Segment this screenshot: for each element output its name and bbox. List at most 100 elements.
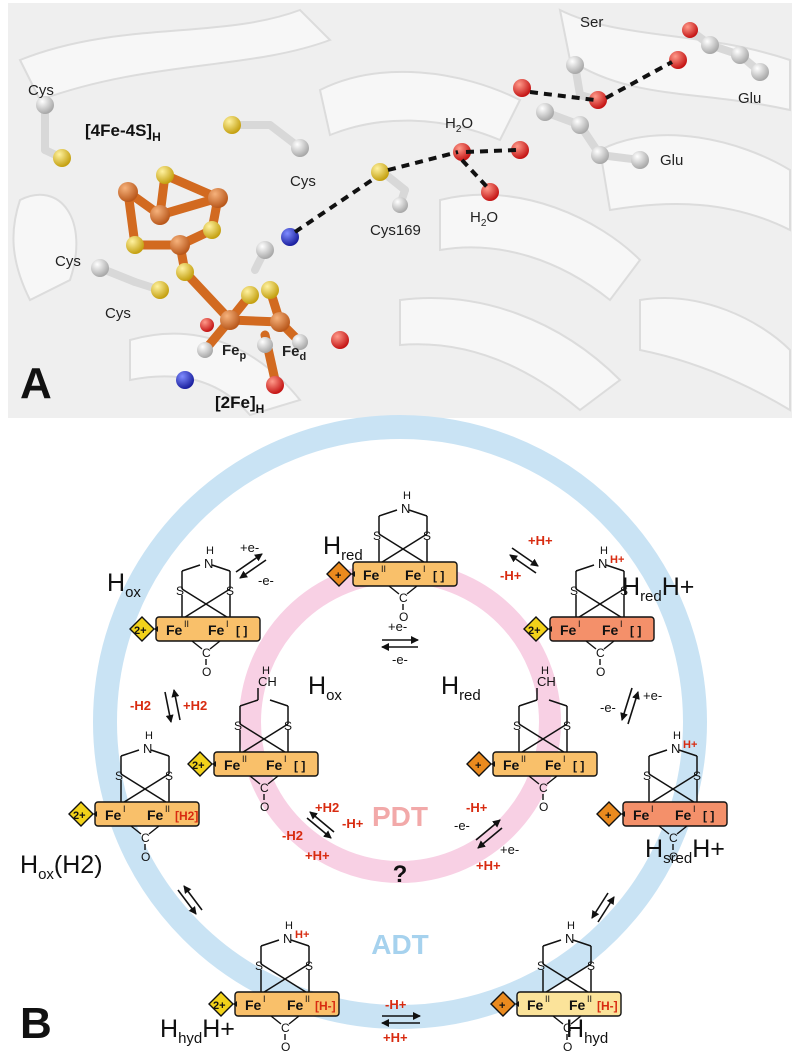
svg-text:C: C — [399, 591, 408, 605]
svg-text:O: O — [596, 665, 605, 679]
svg-text:S: S — [284, 719, 292, 733]
res-cys-mid: Cys — [290, 173, 316, 190]
state-label-inner-hred: Hred — [441, 672, 481, 704]
svg-text:C: C — [596, 646, 605, 660]
svg-text:I: I — [226, 619, 229, 629]
svg-text:H+: H+ — [683, 739, 697, 751]
svg-text:I: I — [578, 619, 581, 629]
state-label-hhydh: HhydH+ — [160, 1015, 235, 1047]
t-hox-hred-minus-e: -e- — [258, 573, 274, 588]
svg-text:N: N — [401, 501, 410, 516]
panel-b-letter: B — [20, 999, 52, 1048]
svg-text:2+: 2+ — [192, 760, 205, 772]
t-hred-hredh-minus-h: -H+ — [500, 568, 522, 583]
svg-text:II: II — [381, 564, 386, 574]
t-inner-right-plus-e: +e- — [500, 842, 519, 857]
svg-text:H+: H+ — [295, 929, 309, 941]
svg-text:O: O — [669, 850, 678, 864]
svg-text:[ ]: [ ] — [433, 569, 444, 583]
cluster-2fe-label: [2Fe]H — [215, 393, 264, 416]
svg-text:I: I — [423, 564, 426, 574]
svg-text:C: C — [563, 1021, 572, 1035]
t-hred-hredh-plus-h: +H+ — [528, 533, 553, 548]
svg-text:C: C — [669, 831, 678, 845]
svg-text:Fe: Fe — [405, 567, 422, 583]
svg-text:[ ]: [ ] — [294, 759, 305, 773]
svg-text:[H2]: [H2] — [175, 809, 198, 823]
svg-text:I: I — [693, 804, 696, 814]
adt-label: ADT — [371, 929, 429, 960]
fe-d-label: Fed — [282, 343, 306, 363]
svg-text:2+: 2+ — [73, 810, 86, 822]
water-bottom-label: H2O — [470, 209, 498, 229]
state-label-hhyd: Hhyd — [566, 1015, 608, 1047]
svg-text:II: II — [305, 994, 310, 1004]
state-label-hox: Hox — [107, 569, 141, 601]
svg-text:Fe: Fe — [245, 997, 262, 1013]
t-inner-minus-e: -e- — [392, 652, 408, 667]
svg-text:[ ]: [ ] — [703, 809, 714, 823]
transition-arrows — [164, 547, 640, 1027]
svg-text:[ ]: [ ] — [236, 624, 247, 638]
svg-text:H: H — [541, 665, 549, 677]
svg-text:S: S — [226, 584, 234, 598]
svg-text:Fe: Fe — [287, 997, 304, 1013]
svg-text:Fe: Fe — [105, 807, 122, 823]
svg-text:S: S — [165, 769, 173, 783]
svg-text:S: S — [115, 769, 123, 783]
svg-text:Fe: Fe — [224, 757, 241, 773]
transition-labels: +e- -e- +H+ -H+ -H2 +H2 -e- +e- -H+ +H+ … — [130, 533, 662, 1045]
svg-text:H: H — [403, 490, 411, 502]
panel-a-letter: A — [20, 359, 52, 408]
t-inner-right-plus-h: +H+ — [476, 858, 501, 873]
unknown-pathway-mark: ? — [393, 861, 408, 888]
svg-text:S: S — [643, 769, 651, 783]
cluster-4fe-label: [4Fe-4S]H — [85, 121, 161, 144]
res-glu-top: Glu — [738, 90, 761, 107]
svg-text:Fe: Fe — [569, 997, 586, 1013]
svg-text:H: H — [600, 545, 608, 557]
t-hox-hred-plus-e: +e- — [240, 540, 259, 555]
svg-text:CH: CH — [258, 674, 277, 689]
svg-text:Fe: Fe — [545, 757, 562, 773]
svg-text:+: + — [499, 1000, 505, 1012]
res-ser: Ser — [580, 14, 603, 31]
svg-text:II: II — [545, 994, 550, 1004]
svg-text:N: N — [565, 931, 574, 946]
svg-text:O: O — [141, 850, 150, 864]
t-inner-left-minus-h2: -H2 — [282, 828, 303, 843]
svg-text:O: O — [202, 665, 211, 679]
t-right-plus-e: +e- — [643, 688, 662, 703]
svg-text:O: O — [399, 610, 408, 624]
svg-text:S: S — [693, 769, 701, 783]
svg-text:2+: 2+ — [134, 625, 147, 637]
svg-text:II: II — [184, 619, 189, 629]
t-inner-left-minus-h: -H+ — [342, 816, 364, 831]
svg-text:Fe: Fe — [208, 622, 225, 638]
svg-text:Fe: Fe — [675, 807, 692, 823]
svg-text:S: S — [255, 959, 263, 973]
svg-text:Fe: Fe — [363, 567, 380, 583]
t-right-minus-e: -e- — [600, 700, 616, 715]
svg-text:S: S — [620, 584, 628, 598]
svg-text:H+: H+ — [610, 554, 624, 566]
state-label-inner-hox: Hox — [308, 672, 342, 704]
svg-text:C: C — [260, 781, 269, 795]
svg-text:O: O — [539, 800, 548, 814]
svg-text:O: O — [281, 1040, 290, 1054]
svg-text:I: I — [563, 754, 566, 764]
svg-text:I: I — [284, 754, 287, 764]
svg-text:+: + — [605, 810, 611, 822]
svg-text:S: S — [570, 584, 578, 598]
svg-text:S: S — [563, 719, 571, 733]
svg-text:O: O — [260, 800, 269, 814]
svg-text:H: H — [206, 545, 214, 557]
pdt-label: PDT — [372, 801, 428, 832]
svg-text:I: I — [123, 804, 126, 814]
svg-text:II: II — [521, 754, 526, 764]
svg-text:Fe: Fe — [527, 997, 544, 1013]
t-inner-left-plus-h2: +H2 — [315, 800, 339, 815]
